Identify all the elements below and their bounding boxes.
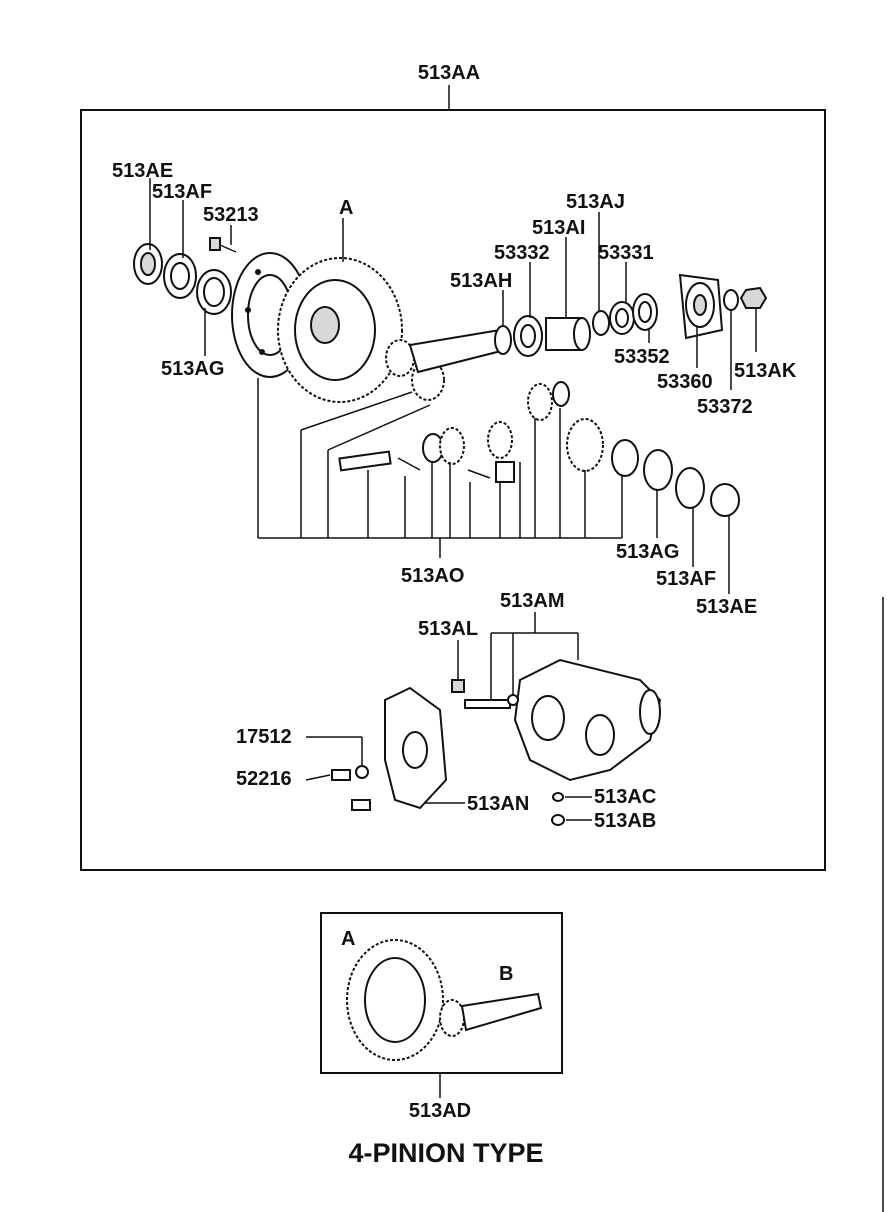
carrier-housing bbox=[513, 658, 662, 782]
label-513AD: 513AD bbox=[409, 1100, 471, 1122]
label-513AM: 513AM bbox=[500, 590, 564, 612]
label-513AG-right: 513AG bbox=[616, 541, 679, 563]
label-53213: 53213 bbox=[203, 204, 259, 226]
label-513AE-top: 513AE bbox=[112, 160, 173, 182]
label-513AI: 513AI bbox=[532, 217, 585, 239]
bearing-cone-left bbox=[133, 243, 163, 285]
side-gear-right bbox=[566, 418, 740, 517]
assembly-frame bbox=[80, 109, 826, 871]
label-17512: 17512 bbox=[236, 726, 292, 748]
inset-drive-pinion-B bbox=[439, 992, 543, 1037]
rear-cover bbox=[384, 686, 448, 810]
leader-lines-lower bbox=[305, 612, 592, 821]
inset-frame bbox=[320, 912, 563, 1074]
ring-gear-A bbox=[277, 257, 403, 403]
side-gear-washer-left bbox=[422, 427, 465, 465]
label-513AB: 513AB bbox=[594, 810, 656, 832]
label-53332: 53332 bbox=[494, 242, 550, 264]
bearing-53331 bbox=[609, 301, 635, 335]
label-513AH: 513AH bbox=[450, 270, 512, 292]
label-513AG-left: 513AG bbox=[161, 358, 224, 380]
companion-flange-53360 bbox=[678, 273, 724, 340]
pinion-bearing-513AH bbox=[494, 325, 512, 355]
label-A-inset: A bbox=[341, 928, 355, 950]
washer-53372 bbox=[723, 289, 739, 311]
label-53372: 53372 bbox=[697, 396, 753, 418]
label-513AJ: 513AJ bbox=[566, 191, 625, 213]
label-53331: 53331 bbox=[598, 242, 654, 264]
label-513AF-top: 513AF bbox=[152, 181, 212, 203]
label-513AL: 513AL bbox=[418, 618, 478, 640]
inset-ring-gear-A bbox=[346, 939, 444, 1061]
caption-title: 4-PINION TYPE bbox=[348, 1138, 543, 1168]
label-53352: 53352 bbox=[614, 346, 670, 368]
oil-seal-53352 bbox=[632, 293, 658, 331]
shim-left bbox=[196, 269, 232, 315]
label-53360: 53360 bbox=[657, 371, 713, 393]
pinion-gear-center bbox=[467, 421, 515, 483]
drive-pinion bbox=[385, 328, 507, 401]
shim-513AJ bbox=[592, 310, 610, 336]
label-513AA: 513AA bbox=[418, 62, 480, 84]
leader-lines-513AO bbox=[257, 378, 730, 594]
bolt-53213 bbox=[209, 237, 237, 253]
label-A-top: A bbox=[339, 197, 353, 219]
label-513AN: 513AN bbox=[467, 793, 529, 815]
label-513AC: 513AC bbox=[594, 786, 656, 808]
label-513AF-right: 513AF bbox=[656, 568, 716, 590]
spacer-513AI bbox=[545, 317, 591, 351]
bearing-cup-left bbox=[163, 253, 197, 299]
small-hardware bbox=[331, 679, 565, 826]
label-513AE-right: 513AE bbox=[696, 596, 757, 618]
pinion-shaft-pin bbox=[338, 450, 421, 472]
nut-513AK bbox=[739, 286, 768, 309]
label-513AO: 513AO bbox=[401, 565, 464, 587]
label-513AK: 513AK bbox=[734, 360, 797, 382]
label-52216: 52216 bbox=[236, 768, 292, 790]
label-B-inset: B bbox=[499, 963, 513, 985]
bearing-53332 bbox=[513, 315, 543, 357]
leader-lines-top bbox=[149, 178, 757, 390]
pinion-gear-right bbox=[527, 381, 570, 421]
